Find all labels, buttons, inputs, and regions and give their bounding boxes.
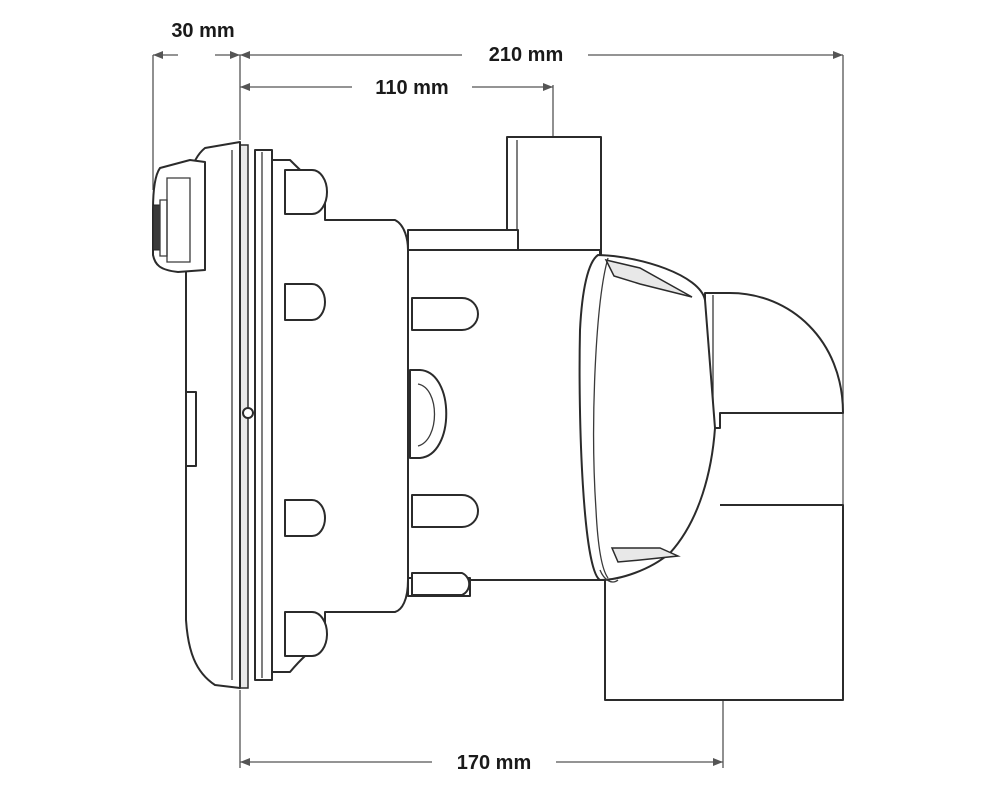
dimension-170mm-label: 170 mm [457,752,532,774]
dimension-170mm-arrow-left [240,758,250,766]
housing-center-boss-inner [417,383,436,447]
dimension-30mm-arrow-right [230,51,240,59]
end-cap-bottom-clip [610,547,681,563]
nozzle-tip [152,204,161,251]
collar-lug-lower [284,499,326,537]
housing-rib-1 [411,297,479,331]
housing-rib-2 [411,494,479,528]
dimension-210mm-arrow-right [833,51,843,59]
dimension-110mm-arrow-right [543,83,553,91]
dimension-110mm-arrow-left [240,83,250,91]
dimension-210mm-label: 210 mm [489,44,564,66]
end-cap-top-clip [604,258,693,298]
dimension-210mm-arrow-left [240,51,250,59]
nozzle-housing [152,159,206,273]
dimension-170mm-arrow-right [713,758,723,766]
housing-center-boss [409,369,448,459]
pump-assembly [152,136,844,701]
collar-lug-bottom [284,611,328,657]
collar-lug-top [284,169,328,215]
flange-plate [254,149,273,681]
gasket-center-pin [242,407,254,419]
end-cap-inner-edge [593,257,609,579]
face-plate-tab [185,391,197,467]
end-cap [578,254,716,581]
dimension-30mm-arrow-left [153,51,163,59]
nozzle-tip-ring [159,199,168,257]
outlet-elbow [704,292,844,429]
motor-housing-top-tab [407,229,519,251]
end-cap-bottom-foot [599,569,619,583]
flange-collar [271,159,409,673]
collar-lug-upper [284,283,326,321]
inlet-pipe [506,136,602,259]
dimension-30mm-label: 30 mm [171,20,234,42]
housing-rib-3 [411,572,471,596]
dimension-110mm-label: 110 mm [375,77,448,99]
